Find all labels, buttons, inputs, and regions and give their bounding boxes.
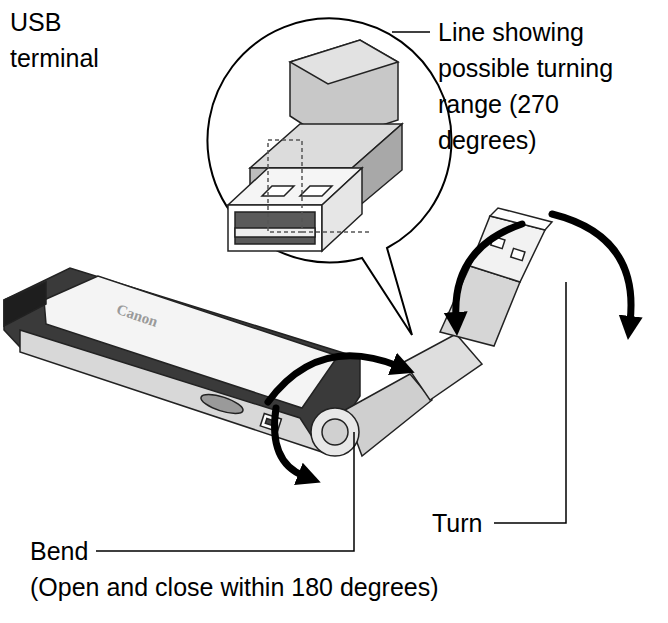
leader-line-part [494, 282, 566, 523]
device-body-part [44, 276, 338, 408]
usb-plug-closeup-part [228, 205, 322, 251]
hinge-and-plug-part [322, 419, 348, 445]
movement-arrow-part [456, 224, 522, 318]
device-body-part [199, 391, 245, 418]
leader-line-part [96, 432, 354, 551]
usb-plug-closeup-part [235, 212, 315, 244]
movement-arrow-part [275, 408, 304, 476]
leader-line-part [392, 31, 430, 33]
usb-plug-closeup-part [322, 168, 362, 251]
device-body-part [4, 282, 46, 326]
annotation-note: (Open and close within 180 degrees) [30, 569, 550, 605]
part-name: Turn [432, 505, 502, 541]
hinge-and-plug-part [511, 248, 525, 260]
hinge-and-plug-part [404, 334, 482, 400]
callout-bubble-part [207, 18, 451, 335]
hinge-and-plug-part [345, 374, 432, 456]
callout-bubble [207, 18, 451, 335]
usb-plug-closeup-part [262, 186, 294, 196]
part-name: USB terminal [10, 4, 130, 76]
device-body [4, 268, 360, 452]
usb-plug-closeup-part [290, 40, 398, 84]
usb-plug-closeup-part [302, 231, 370, 233]
hinge-and-plug-part [311, 408, 359, 456]
usb-plug-closeup-part [268, 140, 302, 232]
movement-arrow-part [268, 356, 398, 402]
movement-arrow-part [552, 214, 631, 322]
usb-plug-closeup-part [300, 186, 332, 196]
part-name: Bend [30, 533, 130, 569]
usb-plug-closeup [228, 40, 402, 251]
annotation-note: Line showing possible turning range (270… [438, 14, 638, 158]
hinge-and-plug [311, 208, 552, 456]
movement-arrow [268, 214, 631, 476]
